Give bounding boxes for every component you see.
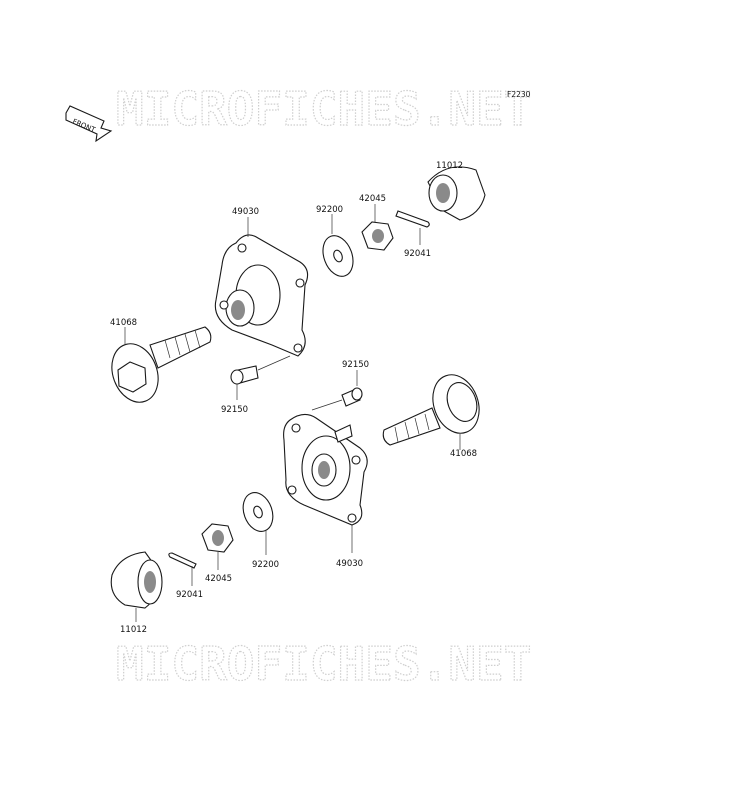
- cap-11012-top: [427, 166, 486, 221]
- spindle-41068-right: [382, 374, 480, 450]
- diagram-code: F2230: [507, 90, 531, 99]
- label-92041-bottom: 92041: [176, 590, 203, 600]
- label-11012-bottom: 11012: [120, 625, 147, 635]
- cotter-pin-92041-bottom: [168, 552, 197, 586]
- washer-92200-bottom: [242, 492, 274, 555]
- watermark-top: MICROFICHES.NET: [116, 82, 531, 136]
- label-49030-top: 49030: [232, 207, 259, 217]
- hub-49030-bottom: [283, 413, 368, 553]
- label-49030-bottom: 49030: [336, 559, 363, 569]
- spindle-41068-left: [111, 326, 212, 403]
- castle-nut-42045-top: [361, 204, 394, 251]
- label-42045-top: 42045: [359, 194, 386, 204]
- castle-nut-42045-bottom: [201, 523, 234, 570]
- label-92150-left: 92150: [221, 405, 248, 415]
- label-11012-top: 11012: [436, 161, 463, 171]
- label-41068-right: 41068: [450, 449, 477, 459]
- label-92041-top: 92041: [404, 249, 431, 259]
- label-41068-left: 41068: [110, 318, 137, 328]
- cotter-pin-92041-top: [395, 210, 430, 245]
- label-42045-bottom: 42045: [205, 574, 232, 584]
- front-arrow-icon: FRONT: [65, 105, 113, 143]
- bolt-92150-left: [230, 355, 291, 400]
- bolt-92150-right: [311, 370, 363, 411]
- washer-92200-top: [322, 214, 354, 277]
- hub-49030-top: [214, 217, 309, 357]
- label-92200-top: 92200: [316, 205, 343, 215]
- cap-11012-bottom: [110, 551, 163, 622]
- label-92200-bottom: 92200: [252, 560, 279, 570]
- label-92150-right: 92150: [342, 360, 369, 370]
- watermark-bottom: MICROFICHES.NET: [116, 637, 531, 691]
